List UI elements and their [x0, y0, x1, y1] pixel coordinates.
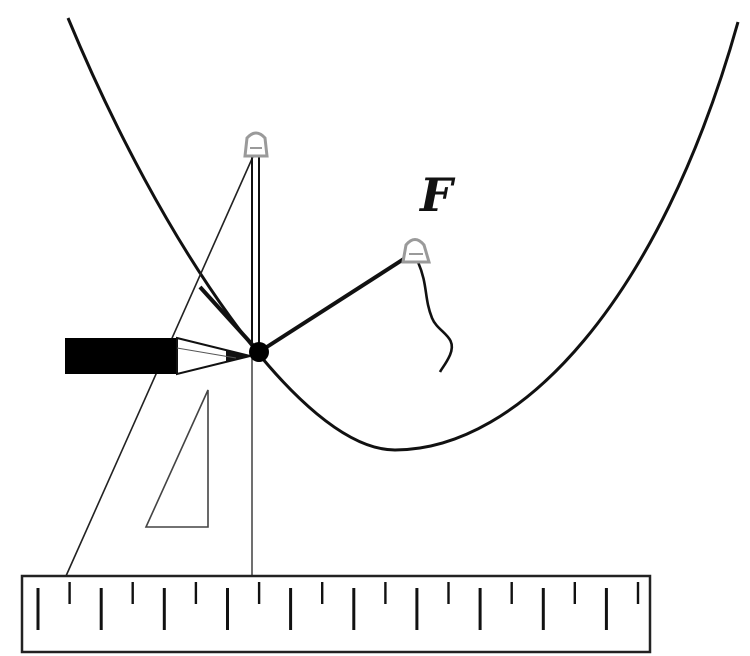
string-to-focus — [257, 253, 412, 354]
top-pin-icon — [243, 131, 269, 158]
focus-label: F — [420, 168, 453, 222]
pencil-graphite — [226, 350, 250, 362]
pencil-wood-tip — [176, 336, 251, 376]
ruler-body — [20, 574, 652, 654]
focus-pin-icon — [401, 238, 432, 264]
string-segment-left — [198, 285, 261, 354]
parabola-curve — [66, 17, 740, 452]
ruler-ticks — [36, 582, 640, 630]
tracing-point — [249, 342, 269, 362]
pencil-icon — [65, 336, 251, 376]
set-square-cutout — [144, 389, 209, 528]
ruler — [20, 574, 652, 654]
pencil-body — [65, 338, 177, 374]
loose-string-end — [416, 261, 454, 373]
